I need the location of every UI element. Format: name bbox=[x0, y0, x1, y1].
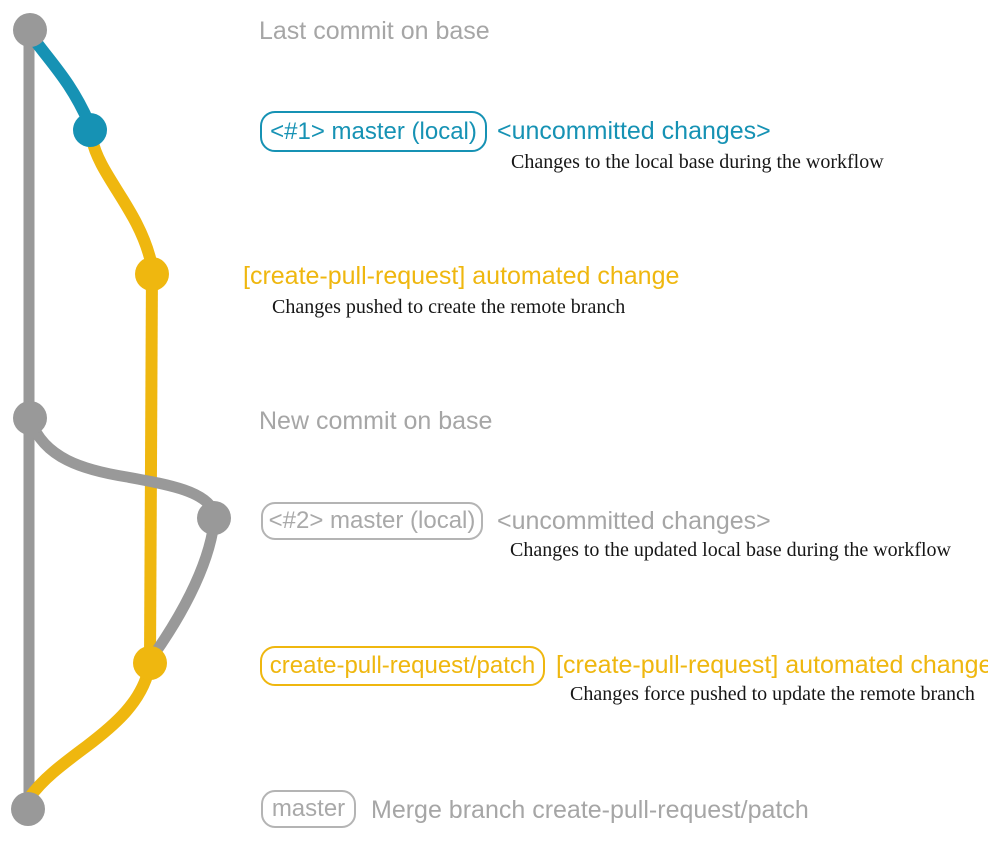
branch-badge-label: <#1> master (local) bbox=[270, 117, 477, 145]
uncommitted-changes-caption-1: Changes to the local base during the wor… bbox=[511, 151, 884, 173]
commit-node-automated-change-1 bbox=[135, 257, 169, 291]
commit-node-uncommitted-1 bbox=[73, 113, 107, 147]
last-commit-label: Last commit on base bbox=[259, 17, 490, 45]
merge-edge bbox=[24, 663, 155, 803]
pr-branch-edge bbox=[86, 133, 157, 268]
branch-badge-label: create-pull-request/patch bbox=[269, 652, 536, 679]
automated-change-caption-2: Changes force pushed to update the remot… bbox=[570, 683, 975, 705]
branch-badge-label: <#2> master (local) bbox=[268, 507, 476, 534]
branch-badge-label: master bbox=[271, 795, 346, 822]
branch-badge-master: master bbox=[261, 790, 356, 828]
commit-node-automated-change-2 bbox=[133, 646, 167, 680]
uncommitted-changes-caption-2: Changes to the updated local base during… bbox=[510, 539, 951, 561]
automated-change-note-1: [create-pull-request] automated change bbox=[243, 262, 680, 290]
automated-change-note-2: [create-pull-request] automated change bbox=[556, 651, 988, 679]
commit-node-uncommitted-2 bbox=[197, 501, 231, 535]
rebase-edge bbox=[147, 517, 220, 662]
new-commit-label: New commit on base bbox=[259, 407, 493, 435]
commit-node-new-base bbox=[13, 401, 47, 435]
branch-badge-master-local-2: <#2> master (local) bbox=[261, 502, 483, 540]
uncommitted-changes-note-2: <uncommitted changes> bbox=[497, 507, 771, 535]
uncommitted-changes-note-1: <uncommitted changes> bbox=[497, 117, 771, 145]
automated-change-caption-1: Changes pushed to create the remote bran… bbox=[272, 296, 626, 318]
branch-badge-cpr-patch: create-pull-request/patch bbox=[260, 646, 545, 686]
merge-branch-note: Merge branch create-pull-request/patch bbox=[371, 796, 809, 824]
branch-badge-master-local-1: <#1> master (local) bbox=[260, 111, 487, 152]
new-base-edge bbox=[25, 415, 220, 518]
pr-branch-line bbox=[144, 267, 158, 661]
commit-node-merge bbox=[11, 792, 45, 826]
commit-node-last-base bbox=[13, 13, 47, 47]
uncommitted-changes-edge bbox=[25, 29, 95, 129]
